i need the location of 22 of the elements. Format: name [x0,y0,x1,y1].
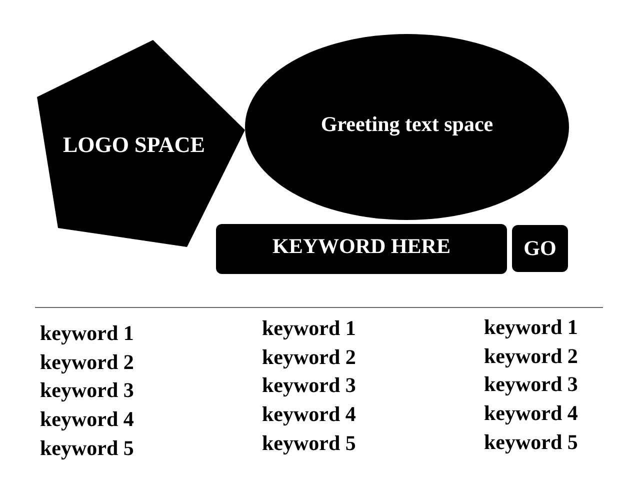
greeting-ellipse [245,34,569,220]
go-button: GO [512,225,568,272]
keyword-text: keyword 1 [484,314,578,340]
node-text: Greeting text space [320,111,494,138]
keyword-text: keyword 2 [40,349,134,375]
keyword-text: keyword 4 [40,406,134,432]
keyword-text: keyword 3 [484,371,578,397]
node-text: KEYWORD HERE [272,233,450,260]
keyword-text: keyword 1 [40,320,134,346]
keyword-text: keyword 5 [484,429,578,455]
keyword-text: keyword 4 [484,400,578,426]
keyword-text: keyword 3 [40,377,134,403]
keyword-text: keyword 3 [262,372,356,398]
keyword-text: keyword 5 [262,430,356,456]
keyword-text: keyword 2 [484,343,578,369]
keyword-text: keyword 2 [262,344,356,370]
pentagon-shape [37,40,245,247]
keyword-field [216,224,507,274]
keyword-text: keyword 4 [262,401,356,427]
node-text: LOGO SPACE [62,131,205,159]
keyword-text: keyword 5 [40,435,134,461]
keyword-text: keyword 1 [262,315,356,341]
